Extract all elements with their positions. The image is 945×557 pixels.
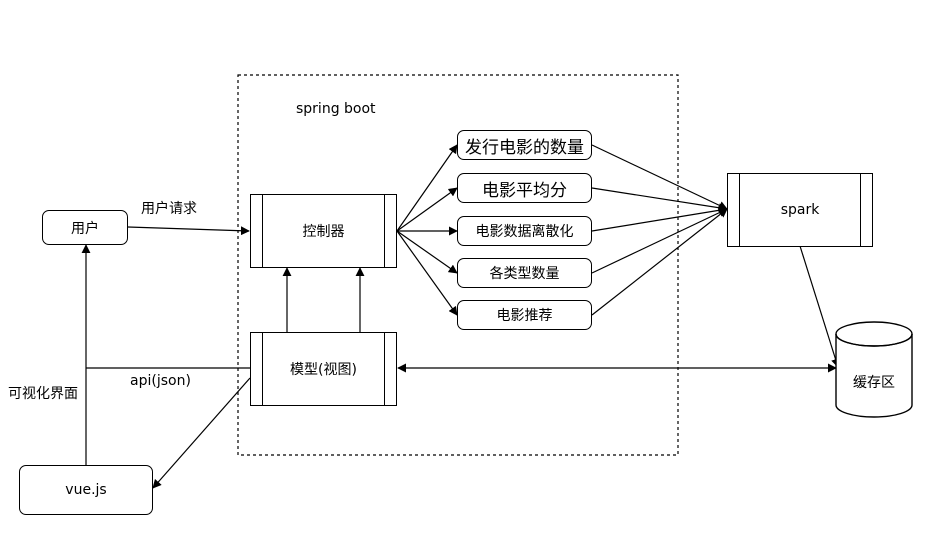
edge-controller-to-function-5 [396,230,458,316]
api-json-label: api(json) [130,373,191,389]
edge-model-to-vuejs [152,377,251,489]
visual-ui-label: 可视化界面 [8,386,78,402]
spark-label: spark [780,202,820,218]
edge-function-2-to-spark [591,187,728,213]
function-node-recommendation: 电影推荐 [457,300,592,330]
vuejs-node: vue.js [19,465,153,515]
edge-function-4-to-spark [591,208,728,274]
controller-node: 控制器 [250,194,397,268]
edge-controller-to-function-4 [396,230,458,274]
edge-spark-to-cache [799,245,840,368]
function-node-discretization: 电影数据离散化 [457,216,592,246]
edge-function-3-to-spark [591,205,728,232]
edge-controller-to-function-2 [396,187,458,232]
spring-boot-container [237,74,679,456]
function-label: 电影推荐 [496,308,553,324]
model-view-label: 模型(视图) [290,362,357,378]
function-label: 电影数据离散化 [475,224,574,240]
function-node-release-count: 发行电影的数量 [457,130,592,160]
edge-function-1-to-spark [591,144,728,210]
function-label: 发行电影的数量 [465,137,584,158]
function-node-average-score: 电影平均分 [457,173,592,203]
function-node-genre-count: 各类型数量 [457,258,592,288]
user-node: 用户 [42,210,128,245]
cache-cylinder [835,321,913,418]
controller-label: 控制器 [302,224,345,240]
function-label: 各类型数量 [489,266,560,282]
spark-node: spark [727,173,873,247]
cache-label: 缓存区 [853,375,895,391]
user-request-label: 用户请求 [141,201,197,217]
user-label: 用户 [71,220,99,237]
model-view-node: 模型(视图) [250,332,397,406]
edge-function-5-to-spark [591,208,728,316]
edge-user-to-controller [127,226,250,236]
edge-controller-to-function-1 [396,144,458,232]
function-label: 电影平均分 [482,180,567,201]
spring-boot-title: spring boot [296,101,376,117]
vuejs-label: vue.js [65,482,107,498]
